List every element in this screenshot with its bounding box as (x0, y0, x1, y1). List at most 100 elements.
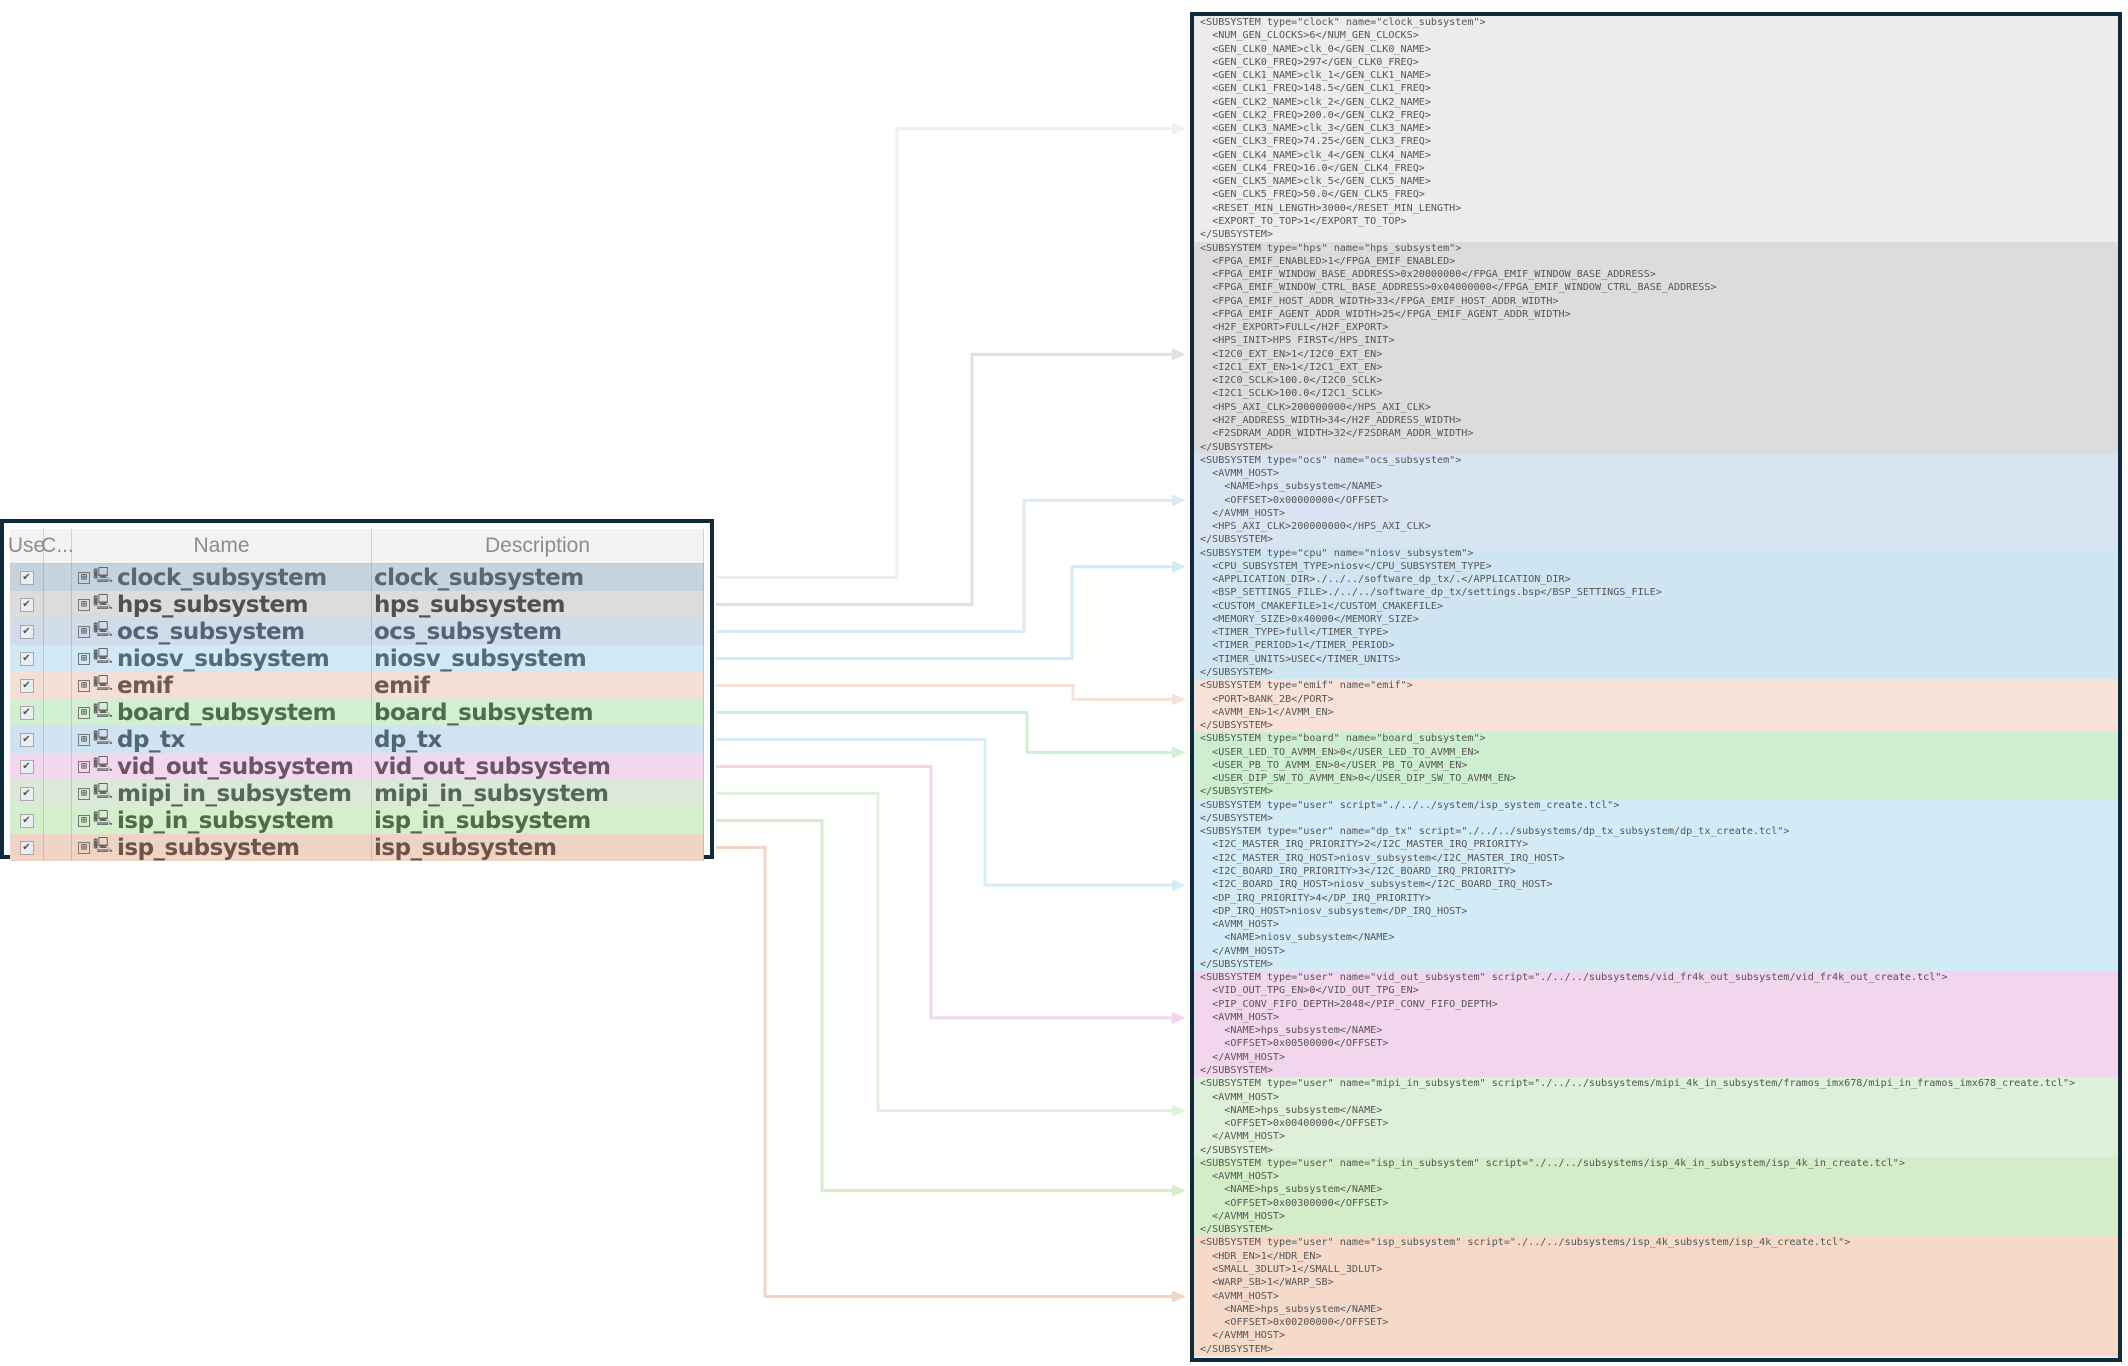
code-line: <NAME>niosv_subsystem</NAME> (1200, 932, 1395, 944)
description-cell: emif (372, 672, 704, 699)
code-line: </SUBSYSTEM> (1200, 1064, 1273, 1076)
expand-icon[interactable]: ⊞ (78, 814, 90, 827)
code-line: <SUBSYSTEM type="clock" name="clock_subs… (1200, 17, 1486, 28)
name-cell: ⊞🖳hps_subsystem (72, 591, 372, 618)
expand-icon[interactable]: ⊞ (78, 652, 90, 665)
use-cell: ✔ (10, 753, 44, 780)
code-line: <TIMER_PERIOD>1</TIMER_PERIOD> (1200, 640, 1395, 652)
code-line: <WARP_SB>1</WARP_SB> (1200, 1277, 1334, 1289)
code-line: <I2C1_EXT_EN>1</I2C1_EXT_EN> (1200, 361, 1383, 373)
use-cell: ✔ (10, 591, 44, 618)
connector-line (716, 711, 1174, 754)
connector-line (716, 846, 1174, 1299)
code-line: <OFFSET>0x00400000</OFFSET> (1200, 1118, 1389, 1130)
code-line: </SUBSYSTEM> (1200, 786, 1273, 798)
expand-icon[interactable]: ⊞ (78, 841, 90, 854)
code-line: <SUBSYSTEM type="board" name="board_subs… (1200, 733, 1486, 745)
use-checkbox[interactable]: ✔ (19, 705, 34, 720)
column-header-name[interactable]: Name (72, 529, 372, 563)
arrowhead-icon (1172, 494, 1186, 507)
c-cell (44, 672, 72, 699)
expand-icon[interactable]: ⊞ (78, 679, 90, 692)
code-line: <SUBSYSTEM type="user" name="dp_tx" scri… (1200, 826, 1790, 838)
name-cell: ⊞🖳mipi_in_subsystem (72, 780, 372, 807)
subsystem-block-user-system: <SUBSYSTEM type="user" script="./../../s… (1194, 798, 2118, 972)
connector-line (716, 352, 1174, 606)
subsystem-block-isp_in: <SUBSYSTEM type="user" name="isp_in_subs… (1194, 1156, 2118, 1237)
c-cell (44, 780, 72, 807)
code-line: <GEN_CLK3_NAME>clk_3</GEN_CLK3_NAME> (1200, 123, 1431, 135)
subsystem-block-board: <SUBSYSTEM type="board" name="board_subs… (1194, 732, 2118, 799)
description-cell: vid_out_subsystem (372, 753, 704, 780)
column-header-description[interactable]: Description (372, 529, 704, 563)
use-checkbox[interactable]: ✔ (19, 732, 34, 747)
description-cell: niosv_subsystem (372, 645, 704, 672)
arrowhead-icon (1172, 348, 1186, 361)
code-line: <OFFSET>0x00200000</OFFSET> (1200, 1317, 1389, 1329)
code-line: </SUBSYSTEM> (1200, 812, 1273, 824)
code-line: <SUBSYSTEM type="user" name="mipi_in_sub… (1200, 1078, 2076, 1090)
use-checkbox[interactable]: ✔ (19, 786, 34, 801)
code-line: </AVMM_HOST> (1200, 1131, 1286, 1143)
code-line: <SUBSYSTEM type="user" name="vid_out_sub… (1200, 972, 1948, 984)
expand-icon[interactable]: ⊞ (78, 571, 90, 584)
subsystem-block-hps: <SUBSYSTEM type="hps" name="hps_subsyste… (1194, 241, 2118, 454)
expand-icon[interactable]: ⊞ (78, 625, 90, 638)
code-line: <GEN_CLK1_NAME>clk_1</GEN_CLK1_NAME> (1200, 70, 1431, 82)
column-header-use[interactable]: Use (8, 529, 45, 563)
code-line: <HPS_AXI_CLK>200000000</HPS_AXI_CLK> (1200, 401, 1431, 413)
subsystem-name: emif (117, 672, 173, 699)
c-cell (44, 591, 72, 618)
code-line: <NAME>hps_subsystem</NAME> (1200, 1025, 1383, 1037)
code-line: </AVMM_HOST> (1200, 1051, 1286, 1063)
expand-icon[interactable]: ⊞ (78, 787, 90, 800)
expand-icon[interactable]: ⊞ (78, 598, 90, 611)
use-checkbox[interactable]: ✔ (19, 624, 34, 639)
subsystem-name: dp_tx (117, 726, 185, 753)
use-cell: ✔ (10, 780, 44, 807)
code-line: </SUBSYSTEM> (1200, 1144, 1273, 1156)
code-line: <GEN_CLK5_FREQ>50.0</GEN_CLK5_FREQ> (1200, 189, 1425, 201)
use-cell: ✔ (10, 564, 44, 591)
subsystem-block-mipi_in: <SUBSYSTEM type="user" name="mipi_in_sub… (1194, 1077, 2118, 1157)
use-checkbox[interactable]: ✔ (19, 597, 34, 612)
use-checkbox[interactable]: ✔ (19, 651, 34, 666)
code-line: </AVMM_HOST> (1200, 1330, 1286, 1342)
subsystem-icon: 🖳 (93, 566, 114, 584)
code-line: </SUBSYSTEM> (1200, 958, 1273, 970)
code-line: <NUM_GEN_CLOCKS>6</NUM_GEN_CLOCKS> (1200, 30, 1419, 42)
code-line: <GEN_CLK2_NAME>clk_2</GEN_CLK2_NAME> (1200, 96, 1431, 108)
use-checkbox[interactable]: ✔ (19, 840, 34, 855)
subsystem-description: board_subsystem (374, 699, 594, 726)
name-cell: ⊞🖳dp_tx (72, 726, 372, 753)
expand-icon[interactable]: ⊞ (78, 760, 90, 773)
use-checkbox[interactable]: ✔ (19, 570, 34, 585)
description-cell: isp_in_subsystem (372, 807, 704, 834)
expand-icon[interactable]: ⊞ (78, 706, 90, 719)
code-line: <GEN_CLK1_FREQ>148.5</GEN_CLK1_FREQ> (1200, 83, 1431, 95)
column-header-c[interactable]: C... (41, 529, 74, 563)
description-cell: board_subsystem (372, 699, 704, 726)
code-line: <OFFSET>0x00500000</OFFSET> (1200, 1038, 1389, 1050)
use-checkbox[interactable]: ✔ (19, 813, 34, 828)
subsystem-table: Use C... Name Description ✔⊞🖳clock_subsy… (0, 519, 714, 861)
connector-line (716, 498, 1174, 633)
use-checkbox[interactable]: ✔ (19, 678, 34, 693)
code-line: <AVMM_HOST> (1200, 1091, 1280, 1103)
expand-icon[interactable]: ⊞ (78, 733, 90, 746)
code-line: <HDR_EN>1</HDR_EN> (1200, 1250, 1322, 1262)
code-line: <SUBSYSTEM type="emif" name="emif"> (1200, 680, 1413, 692)
code-line: <DP_IRQ_HOST>niosv_subsystem</DP_IRQ_HOS… (1200, 905, 1468, 917)
use-checkbox[interactable]: ✔ (19, 759, 34, 774)
